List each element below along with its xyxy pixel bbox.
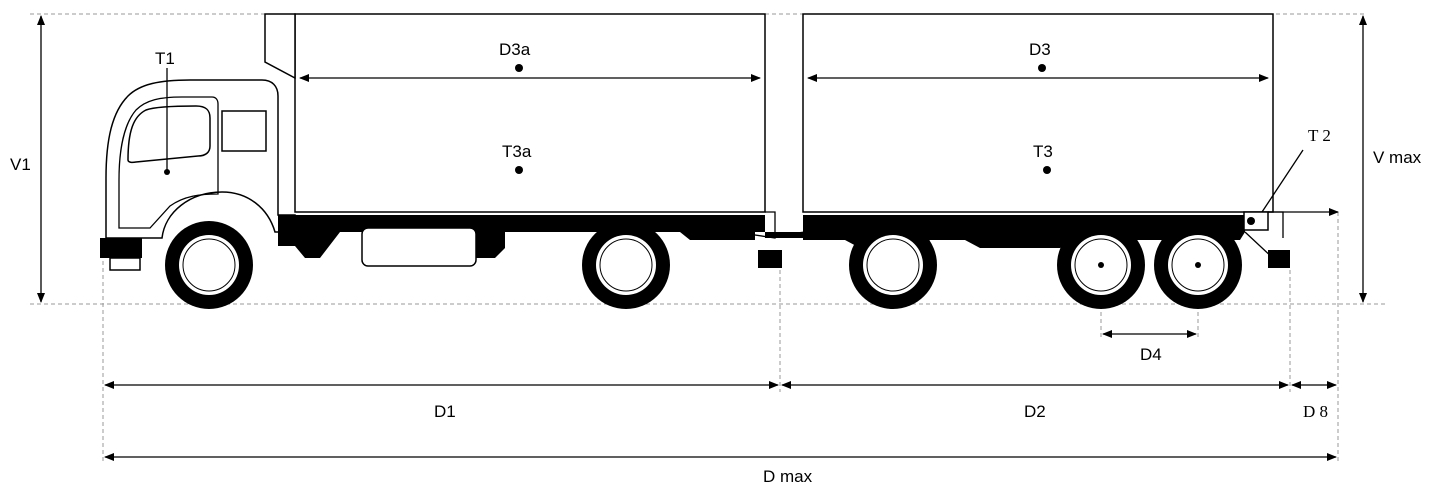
trailer xyxy=(802,13,1304,309)
fuel-tank xyxy=(361,227,477,267)
t2-light-box xyxy=(1243,211,1269,231)
d3-label: D3 xyxy=(1029,40,1051,59)
truck-cargo-box xyxy=(294,13,766,213)
truck-chassis xyxy=(278,215,765,258)
d8-label: D 8 xyxy=(1303,402,1328,421)
windshield xyxy=(127,105,211,164)
truck-rear-wheel xyxy=(582,221,670,309)
dimension-lines xyxy=(37,15,1367,461)
trailer-rear-light xyxy=(1268,250,1290,268)
t1-point xyxy=(164,169,170,175)
t3-point xyxy=(1043,166,1051,174)
trailer-front-wheel xyxy=(849,221,937,309)
truck-front-wheel xyxy=(165,221,253,309)
v1-label: V1 xyxy=(10,155,31,174)
box-front-wedge xyxy=(264,13,296,80)
rear-coupling xyxy=(734,211,776,239)
t2-leader xyxy=(1261,149,1304,213)
t2-label: T 2 xyxy=(1308,126,1331,145)
front-step xyxy=(109,257,141,271)
trailer-rear-wheel-1 xyxy=(1057,221,1145,309)
d3-point xyxy=(1038,64,1046,72)
d2-label: D2 xyxy=(1024,402,1046,421)
t1-label: T1 xyxy=(155,49,175,68)
d3a-point xyxy=(515,64,523,72)
labels: V1 V max T1 T 2 D3a T3a D3 T3 D4 D1 D2 D… xyxy=(10,40,1422,486)
t3a-label: T3a xyxy=(502,142,532,161)
dmax-label: D max xyxy=(763,467,813,486)
d4-label: D4 xyxy=(1140,345,1162,364)
front-bumper xyxy=(100,238,142,258)
truck xyxy=(100,13,782,309)
t2-point xyxy=(1247,217,1255,225)
trailer-rear-wheel-2 xyxy=(1154,221,1242,309)
trailer-cargo-box xyxy=(802,13,1274,213)
t3a-point xyxy=(515,166,523,174)
t3-label: T3 xyxy=(1033,142,1053,161)
cab-door-outline xyxy=(118,96,219,229)
truck-rear-light xyxy=(758,250,782,268)
d3a-label: D3a xyxy=(499,40,531,59)
d1-label: D1 xyxy=(434,402,456,421)
side-window xyxy=(221,110,267,152)
vmax-label: V max xyxy=(1373,148,1422,167)
